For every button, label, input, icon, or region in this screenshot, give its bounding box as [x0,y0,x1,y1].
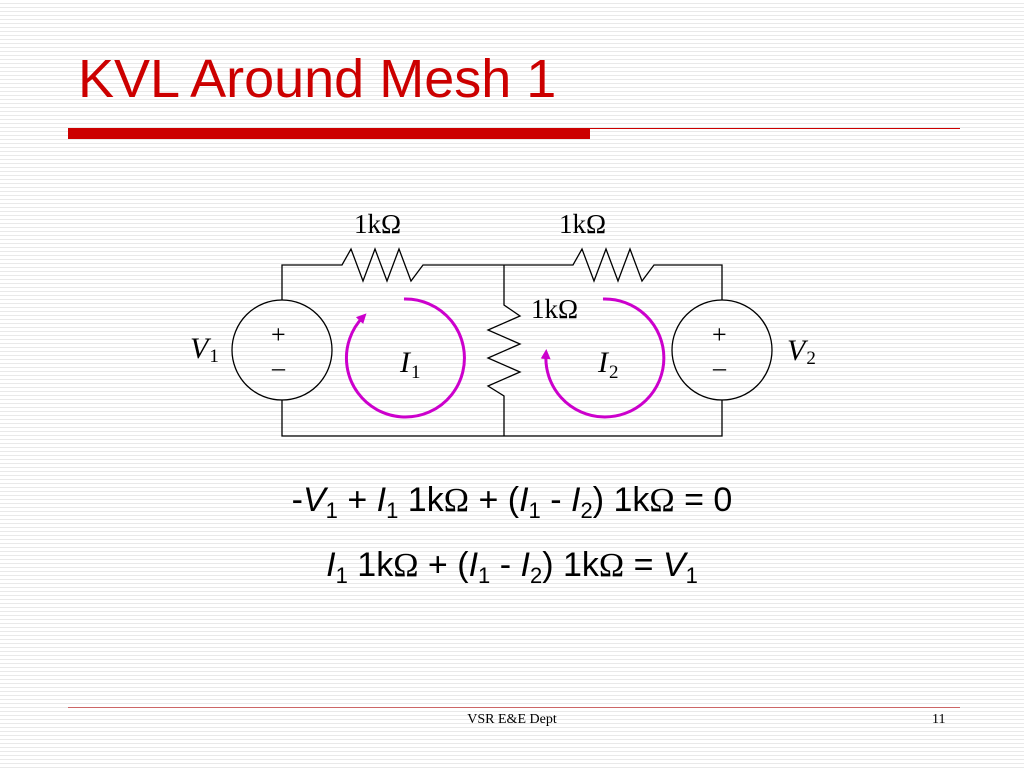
r-top-right-label: 1kΩ [559,209,606,239]
wire-top-left [281,247,504,300]
v1-label: V1 [190,332,219,367]
kvl-equation: -V1 + I1 1kΩ + (I1 - I2) 1kΩ = 0 [291,481,733,523]
r-middle-label: 1kΩ [531,294,578,324]
page-number: 11 [932,712,946,727]
title-underline-rule [590,128,960,129]
wire-bottom [281,400,723,437]
resistor-middle [486,265,522,436]
r-top-left-label: 1kΩ [354,209,401,239]
slide-title: KVL Around Mesh 1 [78,49,557,109]
voltage-source-left [231,299,333,401]
i1-label: I1 [399,346,421,383]
source-left-plus: + [271,320,286,349]
wire-top-right [504,247,723,300]
mesh2-loop-arrow [540,297,666,419]
mesh1-loop-arrow [344,297,466,419]
title-underline-bar [68,128,590,139]
source-right-plus: + [712,320,727,349]
source-left-minus: – [271,353,286,382]
source-right-minus: – [712,353,727,382]
footer-rule [68,707,960,708]
rearranged-equation: I1 1kΩ + (I1 - I2) 1kΩ = V1 [326,546,698,588]
footer-text: VSR E&E Dept [467,712,557,727]
i2-label: I2 [597,346,619,383]
v2-label: V2 [787,334,816,369]
voltage-source-right [671,299,773,401]
